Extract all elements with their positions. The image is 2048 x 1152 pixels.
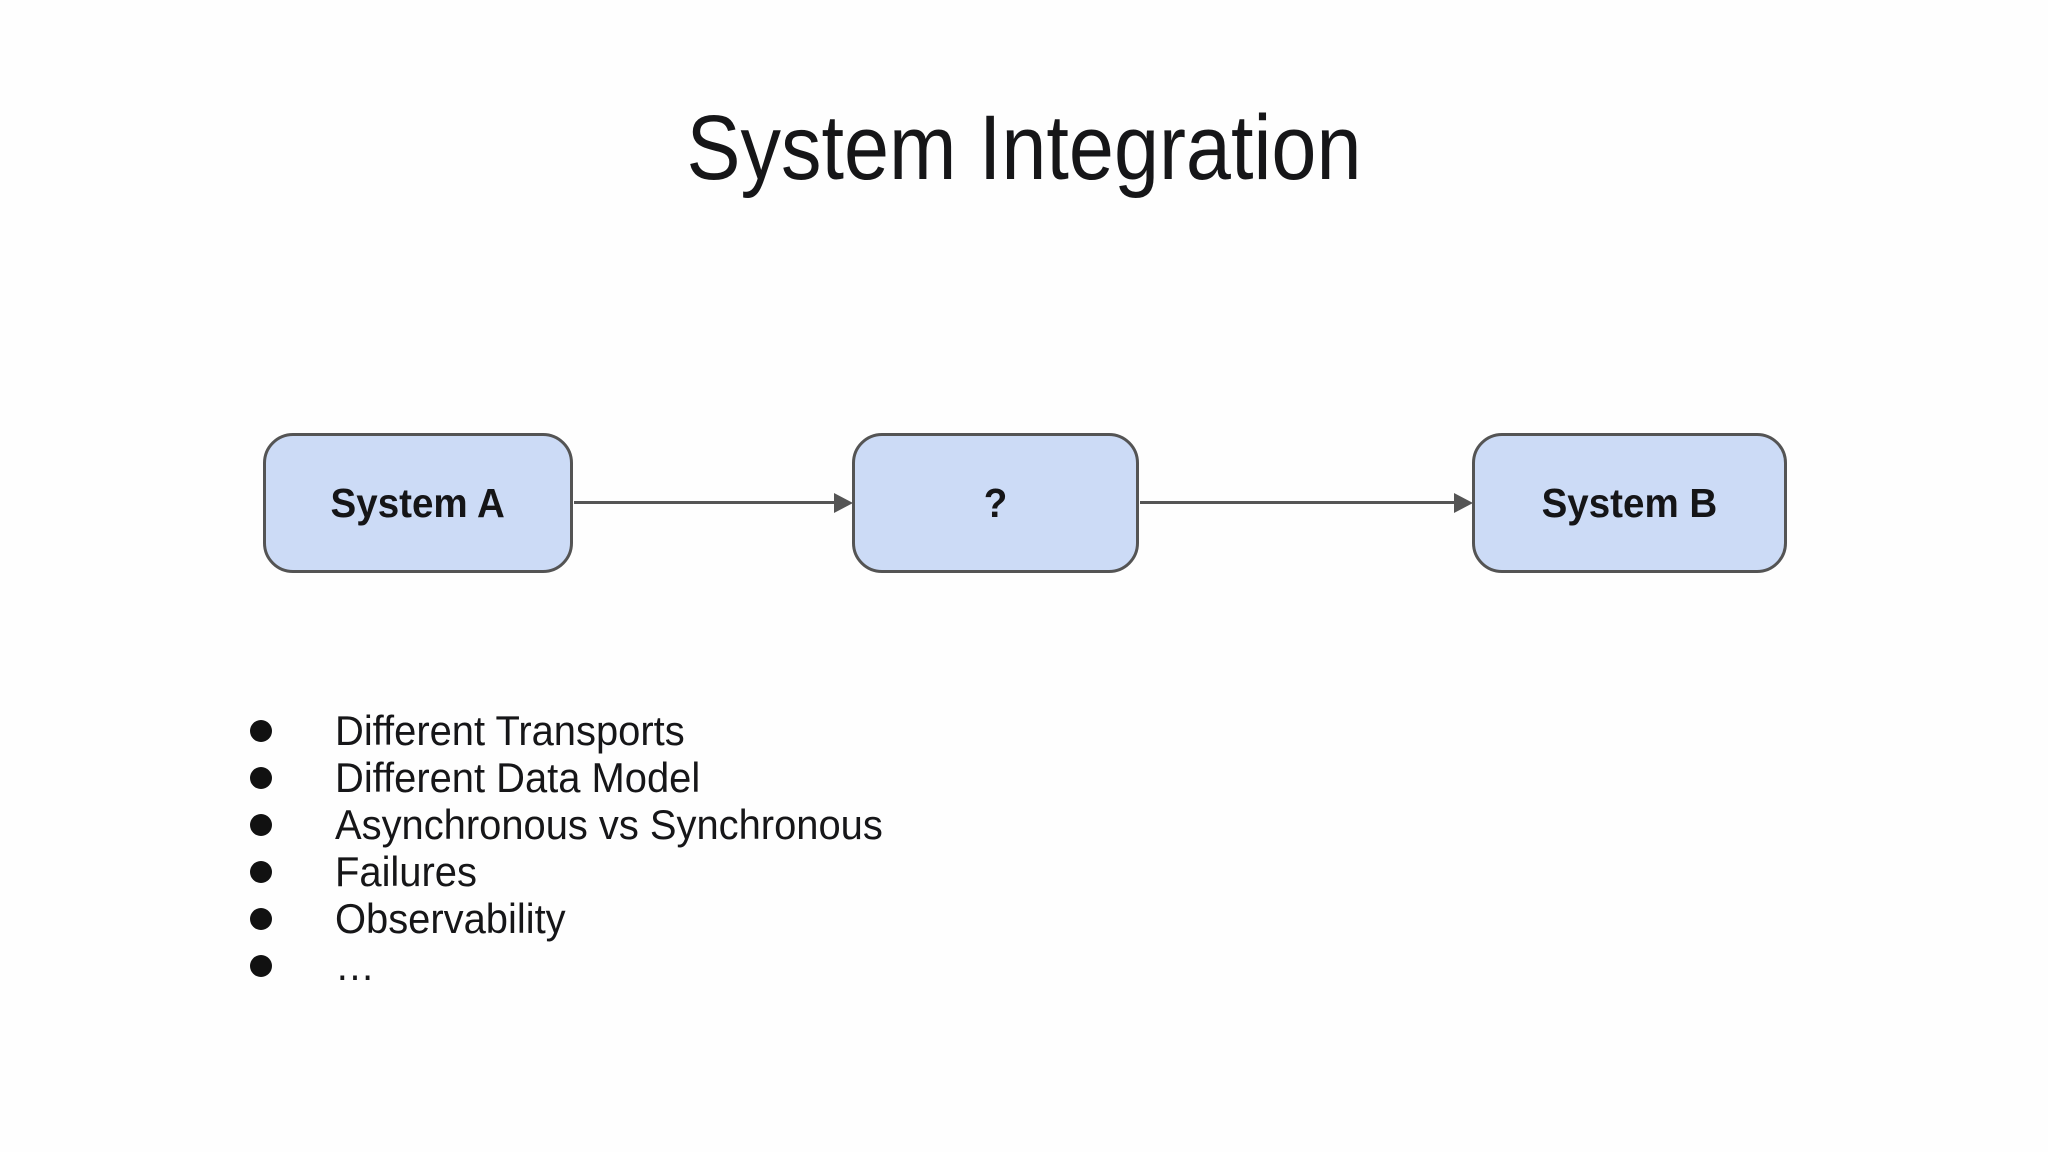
bullet-dot-icon xyxy=(250,907,272,930)
bullet-dot-icon xyxy=(250,860,272,883)
connector-arrow-middle-to-b xyxy=(1140,501,1454,504)
list-item: Different Transports xyxy=(250,707,912,754)
list-item: Failures xyxy=(250,848,912,895)
bullet-text: Observability xyxy=(335,894,566,942)
list-item: Asynchronous vs Synchronous xyxy=(250,801,912,848)
list-item: Observability xyxy=(250,895,912,942)
bullet-dot-icon xyxy=(250,766,272,789)
node-label-system-b: System B xyxy=(1541,479,1718,526)
diagram-node-system-b: System B xyxy=(1472,433,1787,573)
bullet-text: Failures xyxy=(335,847,477,895)
bullet-text: Different Data Model xyxy=(335,753,701,801)
list-item: Different Data Model xyxy=(250,754,912,801)
connector-arrow-a-to-middle xyxy=(574,501,834,504)
node-label-unknown: ? xyxy=(983,479,1008,526)
diagram-node-system-a: System A xyxy=(263,433,573,573)
slide-title: System Integration xyxy=(686,97,1362,199)
bullet-text: Different Transports xyxy=(335,706,685,754)
challenges-bullet-list: Different Transports Different Data Mode… xyxy=(250,707,912,989)
bullet-dot-icon xyxy=(250,954,272,977)
bullet-dot-icon xyxy=(250,719,272,742)
diagram-node-unknown: ? xyxy=(852,433,1139,573)
bullet-text: Asynchronous vs Synchronous xyxy=(335,800,883,848)
bullet-text: … xyxy=(335,941,375,989)
list-item: … xyxy=(250,942,912,989)
bullet-dot-icon xyxy=(250,813,272,836)
node-label-system-a: System A xyxy=(330,479,506,526)
